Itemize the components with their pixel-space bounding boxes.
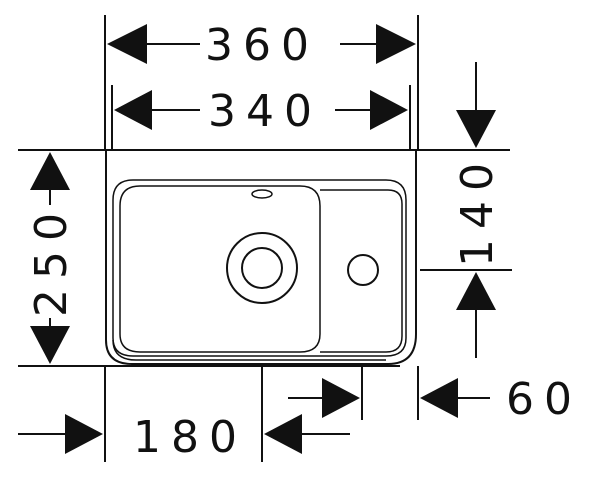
arrow-up-icon <box>456 272 496 310</box>
basin-rim <box>112 179 407 357</box>
basin-lower-edge <box>112 339 386 361</box>
dimension-label-140: 140 <box>452 153 503 267</box>
basin-tap-deck <box>320 189 403 353</box>
dimension-label-180: 180 <box>133 412 247 463</box>
dimension-label-60: 60 <box>506 374 582 425</box>
arrow-right-icon <box>376 24 416 64</box>
basin <box>105 150 417 365</box>
arrow-down-icon <box>456 110 496 148</box>
arrow-down-icon <box>30 326 70 364</box>
arrow-left-icon <box>107 24 147 64</box>
dimension-250: 250 <box>26 152 77 364</box>
overflow-icon <box>251 189 273 199</box>
drain-outer-icon <box>226 232 298 304</box>
dimension-label-250: 250 <box>26 203 77 317</box>
drain-inner-icon <box>241 247 283 289</box>
arrow-up-icon <box>30 152 70 190</box>
dimension-180: 180 <box>18 412 350 463</box>
dimension-340: 340 <box>111 85 411 150</box>
arrow-right-icon <box>65 414 103 454</box>
basin-outer-outline <box>105 150 417 365</box>
basin-bowl <box>119 185 321 353</box>
tap-hole-icon <box>347 254 379 286</box>
dimension-360: 360 <box>104 15 419 150</box>
arrow-left-icon <box>264 414 302 454</box>
dimension-label-360: 360 <box>205 20 319 71</box>
dimension-60: 60 <box>288 366 582 425</box>
arrow-right-icon <box>322 378 360 418</box>
arrow-left-icon <box>114 90 152 130</box>
dimension-label-340: 340 <box>208 86 322 137</box>
arrow-right-icon <box>370 90 408 130</box>
dimension-140: 140 <box>420 62 512 358</box>
arrow-left-icon <box>420 378 458 418</box>
